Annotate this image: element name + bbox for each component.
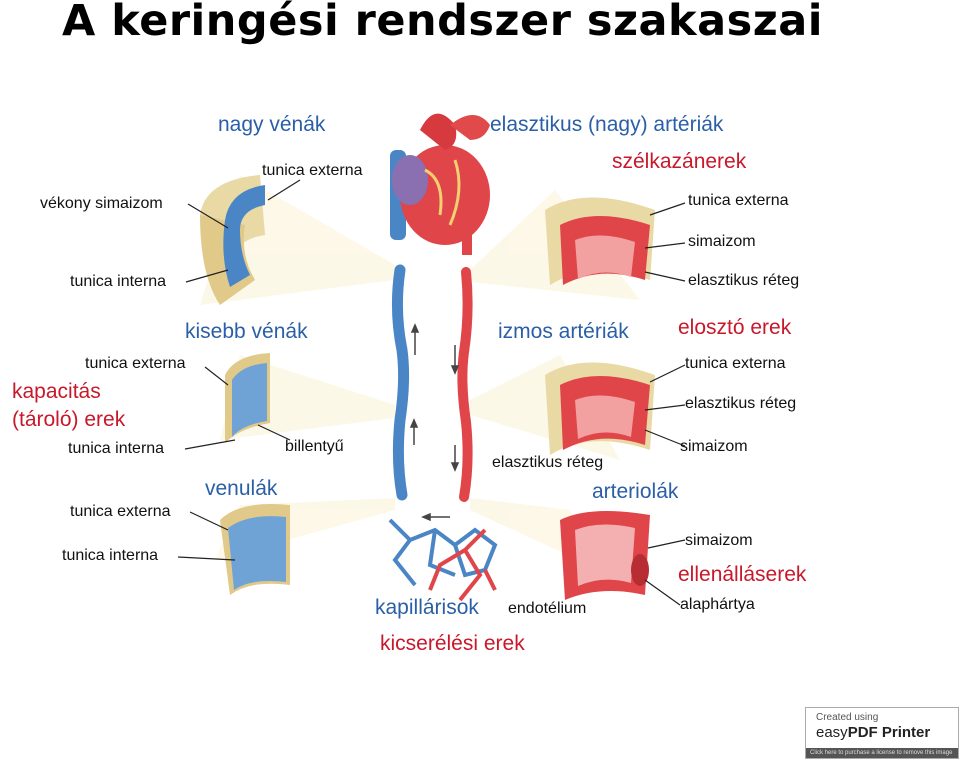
leader-lines	[177, 179, 686, 606]
label-kicserelesi-erek: kicserélési erek	[380, 632, 525, 655]
label-vekony-simaizom: vékony simaizom	[40, 195, 163, 212]
label-izmos-arteriak: izmos artériák	[498, 320, 629, 343]
label-tunica-interna-3: tunica interna	[62, 547, 159, 564]
artery-section-large	[545, 197, 655, 285]
label-kapacitas-2: (tároló) erek	[12, 408, 126, 431]
flow-arrows	[409, 323, 460, 522]
vein-section-medium	[225, 353, 270, 443]
watermark-footer-link[interactable]: Click here to purchase a license to remo…	[806, 748, 958, 758]
label-kapillarisok: kapillárisok	[375, 596, 479, 619]
label-tunica-interna-1: tunica interna	[70, 273, 167, 290]
label-simaizom-r2: simaizom	[680, 438, 748, 455]
label-simaizom-r1: simaizom	[688, 233, 756, 250]
label-simaizom-r3: simaizom	[685, 532, 753, 549]
heart	[390, 113, 490, 255]
label-kapacitas-1: kapacitás	[12, 380, 101, 403]
label-elasztikus-reteg-r1: elasztikus réteg	[688, 272, 800, 289]
label-eloszto-erek: elosztó erek	[678, 316, 792, 339]
central-vein	[391, 264, 410, 501]
label-endotelium: endotélium	[508, 600, 587, 617]
label-kisebb-venak: kisebb vénák	[185, 320, 308, 343]
vein-section-large	[200, 175, 265, 305]
central-artery	[457, 267, 473, 502]
easypdf-watermark[interactable]: Created using easyPDF Printer Click here…	[805, 707, 959, 759]
label-elasztikus-reteg-mid: elasztikus réteg	[492, 454, 604, 471]
watermark-line2: easyPDF Printer	[816, 724, 931, 741]
artery-section-medium	[545, 362, 655, 455]
label-tunica-externa-1: tunica externa	[262, 162, 363, 179]
circulation-diagram	[177, 113, 686, 606]
label-alaphartya: alaphártya	[680, 596, 755, 613]
label-tunica-externa-r1: tunica externa	[688, 192, 789, 209]
label-nagy-venak: nagy vénák	[218, 113, 326, 136]
label-tunica-interna-2: tunica interna	[68, 440, 165, 457]
label-elasztikus-arteriak: elasztikus (nagy) artériák	[490, 113, 724, 136]
label-venulak: venulák	[205, 477, 278, 500]
label-tunica-externa-3: tunica externa	[70, 503, 171, 520]
label-tunica-externa-2: tunica externa	[85, 355, 186, 372]
venule-section	[220, 504, 290, 595]
capillary-network	[388, 518, 498, 602]
label-ellenallaserek: ellenálláserek	[678, 563, 807, 586]
page-title: A keringési rendszer szakaszai	[62, 0, 824, 46]
watermark-line1: Created using	[816, 712, 879, 723]
label-tunica-externa-r2: tunica externa	[685, 355, 786, 372]
label-billentyu: billentyű	[285, 438, 344, 455]
label-szelkazanerek: szélkazánerek	[612, 150, 747, 173]
label-arteriolak: arteriolák	[592, 480, 679, 503]
arteriole-section	[560, 511, 650, 600]
label-elasztikus-reteg-r2: elasztikus réteg	[685, 395, 797, 412]
